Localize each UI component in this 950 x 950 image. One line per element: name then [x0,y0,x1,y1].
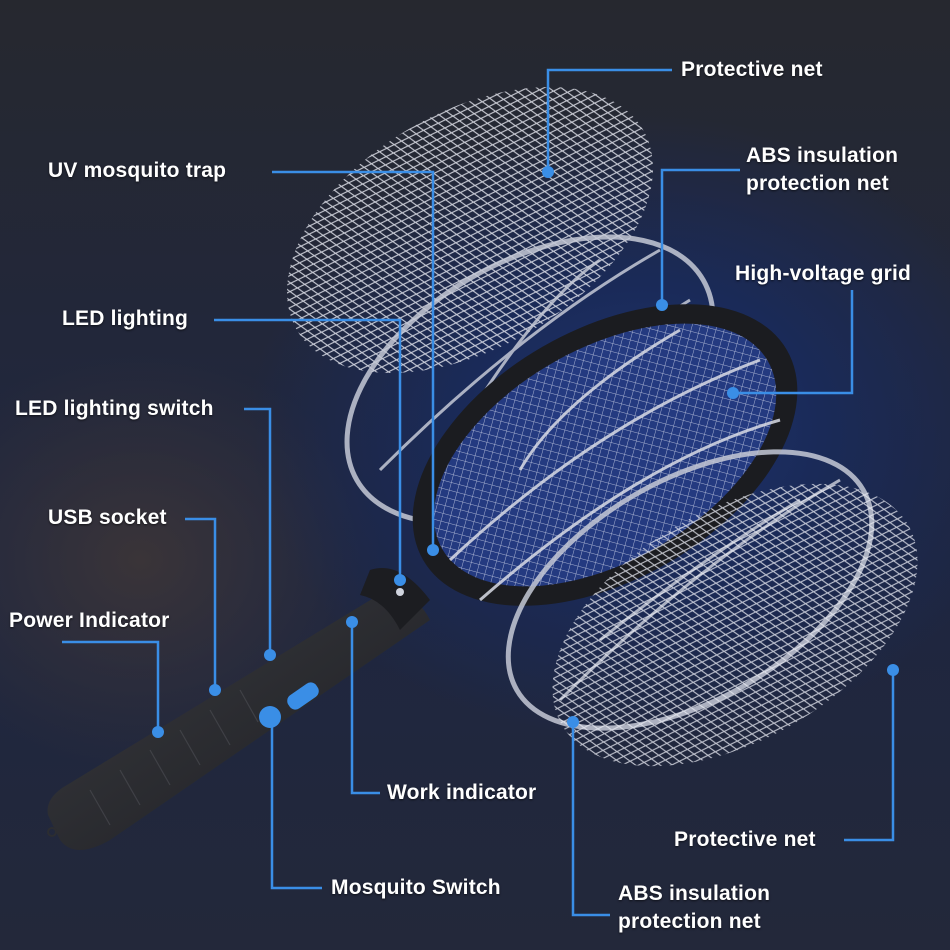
label-abs-net-top-line1: ABS insulation [746,144,899,167]
callout-dots [152,166,899,738]
label-work-indicator: Work indicator [387,781,537,804]
label-uv-mosquito-trap: UV mosquito trap [48,159,227,182]
label-power-indicator: Power Indicator [9,609,170,632]
label-protective-net-top: Protective net [681,58,823,81]
callout-lines [62,68,895,917]
handle-part [47,568,431,850]
label-led-lighting: LED lighting [62,307,189,330]
label-usb-socket: USB socket [48,506,167,529]
label-mosquito-switch: Mosquito Switch [331,876,501,899]
label-abs-net-top-line2: protection net [746,172,889,195]
label-abs-net-bottom-line1: ABS insulation [618,882,771,905]
label-abs-net-bottom-line2: protection net [618,910,761,933]
label-protective-net-bottom: Protective net [674,828,816,851]
label-abs-net-bottom: ABS insulation protection net [618,880,770,936]
label-high-voltage-grid: High-voltage grid [735,262,912,285]
label-abs-net-top: ABS insulation protection net [746,142,898,198]
protective-net-bottom-part [552,483,918,767]
label-led-lighting-switch: LED lighting switch [15,397,214,420]
protective-net-top-part [287,87,653,373]
